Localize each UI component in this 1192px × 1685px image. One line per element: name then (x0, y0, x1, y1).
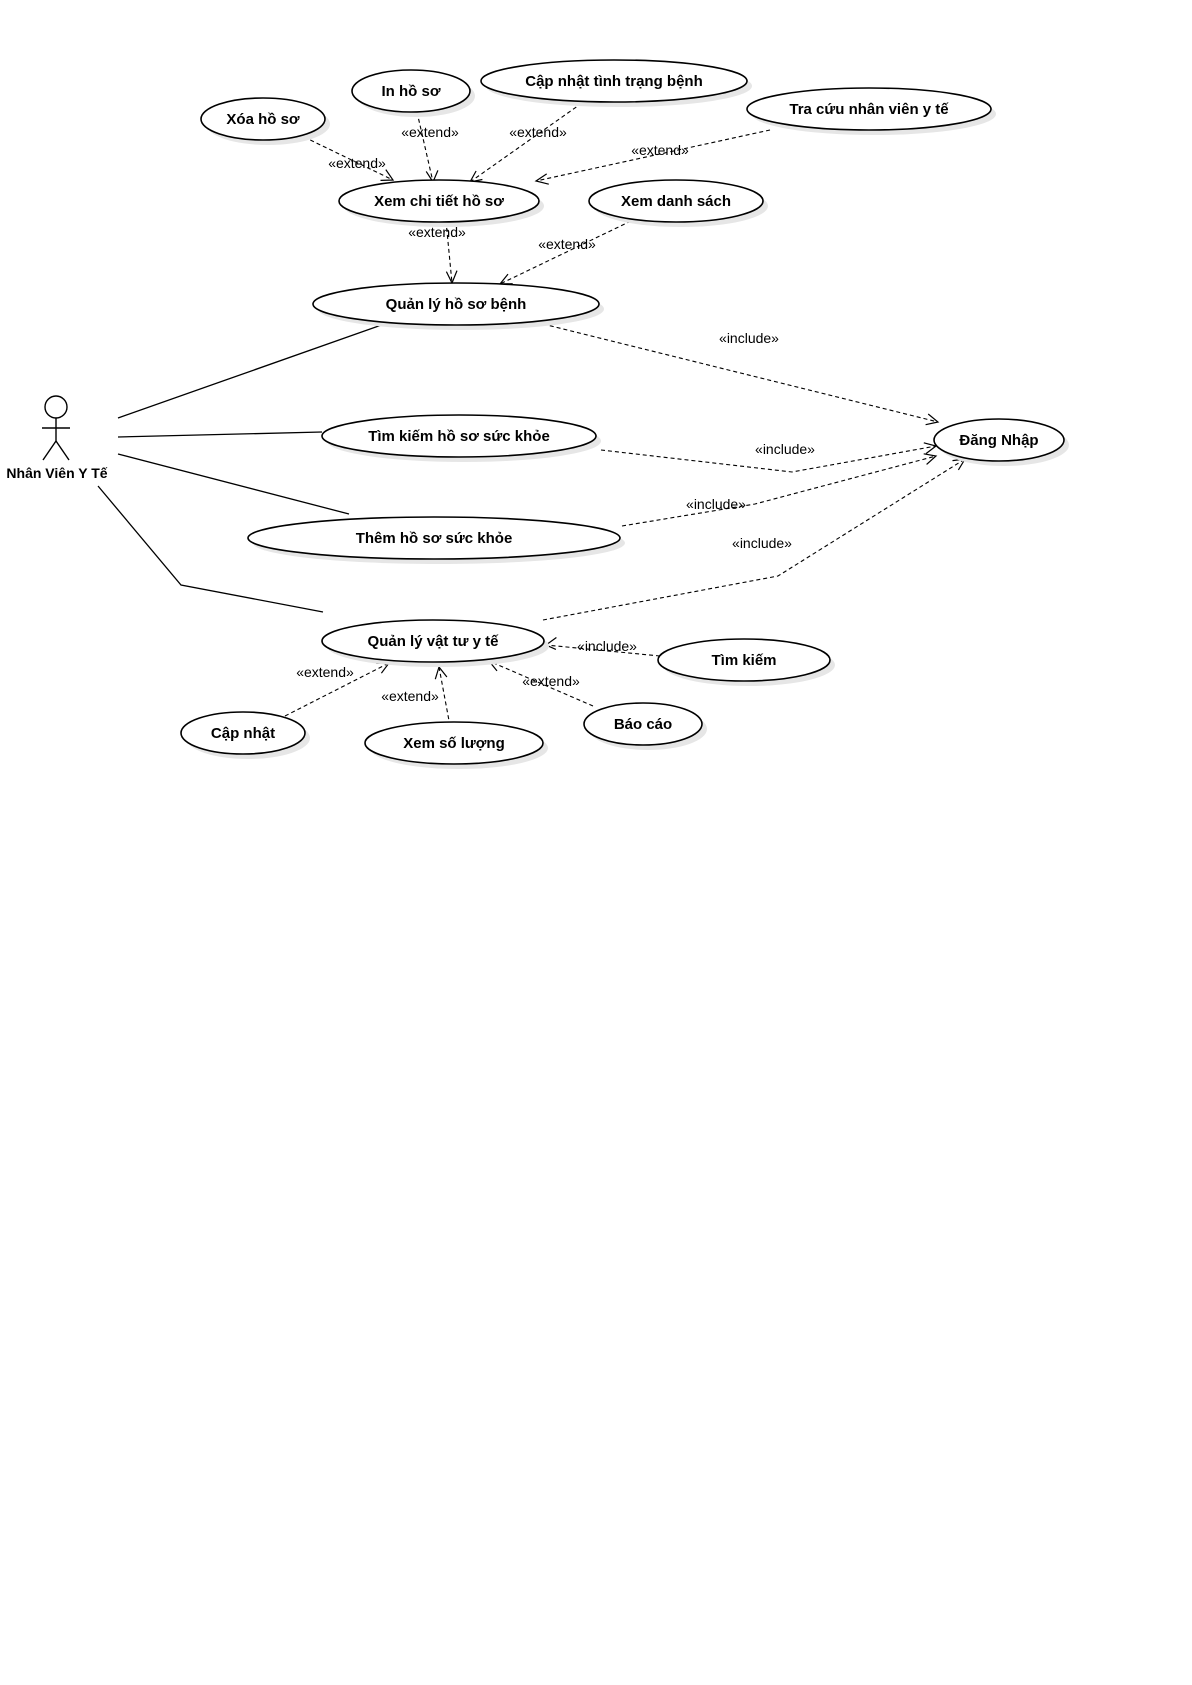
include-label: «include» (755, 441, 815, 457)
include-label: «include» (686, 496, 746, 512)
extend-xem-so-luong-to-quan-ly-vat-tu (438, 666, 451, 727)
extend-label: «extend» (328, 155, 386, 171)
use-case-xem-so-luong: Xem số lượng (364, 721, 548, 769)
association-them-ho-so (117, 453, 350, 515)
svg-text:Quản lý hồ sơ bệnh: Quản lý hồ sơ bệnh (386, 296, 527, 313)
arrowhead (923, 453, 938, 465)
actor-nhan-vien-y-te: Nhân Viên Y Tế (6, 395, 108, 481)
svg-text:Đăng Nhập: Đăng Nhập (959, 432, 1038, 449)
use-case-xem-danh-sach: Xem danh sách (588, 179, 768, 227)
extend-in-to-xem-chi-tiet (416, 111, 434, 183)
association-quan-ly-vat-tu (97, 485, 324, 613)
actor-head (44, 395, 68, 419)
association-tim-kiem-ho-so (117, 431, 323, 438)
arrowhead (534, 173, 549, 185)
svg-text:Cập nhật tình trạng bệnh: Cập nhật tình trạng bệnh (525, 73, 703, 90)
extend-bao-cao-to-quan-ly-vat-tu (488, 660, 594, 707)
dependencies: «extend» «extend» «extend» «extend» «ext… (284, 102, 967, 727)
svg-text:Tìm kiếm: Tìm kiếm (711, 652, 776, 669)
include-quan-ly-ho-so-to-dang-nhap (542, 323, 939, 423)
extend-label: «extend» (522, 673, 580, 689)
extend-label: «extend» (631, 142, 689, 158)
extend-cap-nhat-tinh-trang-to-xem-chi-tiet (469, 102, 583, 183)
extend-xem-chi-tiet-to-quan-ly-ho-so (445, 220, 453, 284)
svg-text:Thêm hồ sơ sức khỏe: Thêm hồ sơ sức khỏe (356, 530, 513, 547)
svg-text:Cập nhật: Cập nhật (211, 725, 275, 742)
arrowhead (923, 442, 938, 455)
svg-text:Xem chi tiết hồ sơ: Xem chi tiết hồ sơ (374, 193, 504, 210)
include-them-ho-so-to-dang-nhap (621, 455, 937, 527)
extend-label: «extend» (381, 688, 439, 704)
extend-label: «extend» (296, 664, 354, 680)
use-case-quan-ly-vat-tu-y-te: Quản lý vật tư y tế (321, 619, 549, 667)
include-label: «include» (732, 535, 792, 551)
actor-right-leg (55, 440, 70, 461)
use-case-tra-cuu-nhan-vien-y-te: Tra cứu nhân viên y tế (746, 87, 996, 135)
arrowhead (380, 169, 395, 181)
include-tim-kiem-ho-so-to-dang-nhap (600, 445, 937, 473)
use-case-in-ho-so: In hồ sơ (351, 69, 475, 117)
actor-left-leg (42, 440, 57, 461)
svg-text:In hồ sơ: In hồ sơ (382, 83, 441, 100)
svg-text:Quản lý vật tư y tế: Quản lý vật tư y tế (368, 633, 500, 650)
svg-text:Tra cứu nhân viên y tế: Tra cứu nhân viên y tế (789, 101, 949, 118)
use-case-xoa-ho-so: Xóa hồ sơ (200, 97, 330, 145)
arrowhead (434, 665, 448, 680)
extend-label: «extend» (509, 124, 567, 140)
extend-label: «extend» (401, 124, 459, 140)
extend-xem-danh-sach-to-quan-ly-ho-so (499, 220, 632, 285)
extend-cap-nhat-to-quan-ly-vat-tu (284, 662, 390, 717)
actor-name: Nhân Viên Y Tế (6, 465, 107, 481)
svg-text:Xem số lượng: Xem số lượng (403, 735, 505, 752)
use-case-tim-kiem-ho-so-suc-khoe: Tìm kiếm hồ sơ sức khỏe (321, 414, 601, 462)
use-case-tim-kiem: Tìm kiếm (657, 638, 835, 686)
use-cases: Xóa hồ sơ In hồ sơ Cập nhật tình trạng b… (180, 59, 1069, 769)
include-label: «include» (577, 638, 637, 654)
use-case-bao-cao: Báo cáo (583, 702, 707, 750)
use-case-cap-nhat: Cập nhật (180, 711, 310, 759)
svg-text:Xem danh sách: Xem danh sách (621, 193, 731, 210)
arrowhead (925, 413, 940, 426)
use-case-cap-nhat-tinh-trang-benh: Cập nhật tình trạng bệnh (480, 59, 752, 107)
include-quan-ly-vat-tu-to-dang-nhap (542, 458, 966, 621)
svg-text:Báo cáo: Báo cáo (614, 716, 672, 733)
use-case-dang-nhap: Đăng Nhập (933, 418, 1069, 466)
svg-text:Xóa hồ sơ: Xóa hồ sơ (226, 111, 300, 128)
use-case-quan-ly-ho-so-benh: Quản lý hồ sơ bệnh (312, 282, 604, 330)
include-tim-kiem-to-quan-ly-vat-tu (545, 644, 661, 657)
svg-text:Tìm kiếm hồ sơ sức khỏe: Tìm kiếm hồ sơ sức khỏe (368, 428, 550, 445)
include-label: «include» (719, 330, 779, 346)
associations (97, 321, 391, 613)
use-case-xem-chi-tiet-ho-so: Xem chi tiết hồ sơ (338, 179, 544, 227)
use-case-them-ho-so-suc-khoe: Thêm hồ sơ sức khỏe (247, 516, 625, 564)
association-quan-ly-ho-so-benh (117, 321, 391, 419)
extend-xoa-to-xem-chi-tiet (303, 136, 394, 181)
extend-label: «extend» (538, 236, 596, 252)
extend-tra-cuu-to-xem-chi-tiet (535, 129, 771, 182)
extend-label: «extend» (408, 224, 466, 240)
